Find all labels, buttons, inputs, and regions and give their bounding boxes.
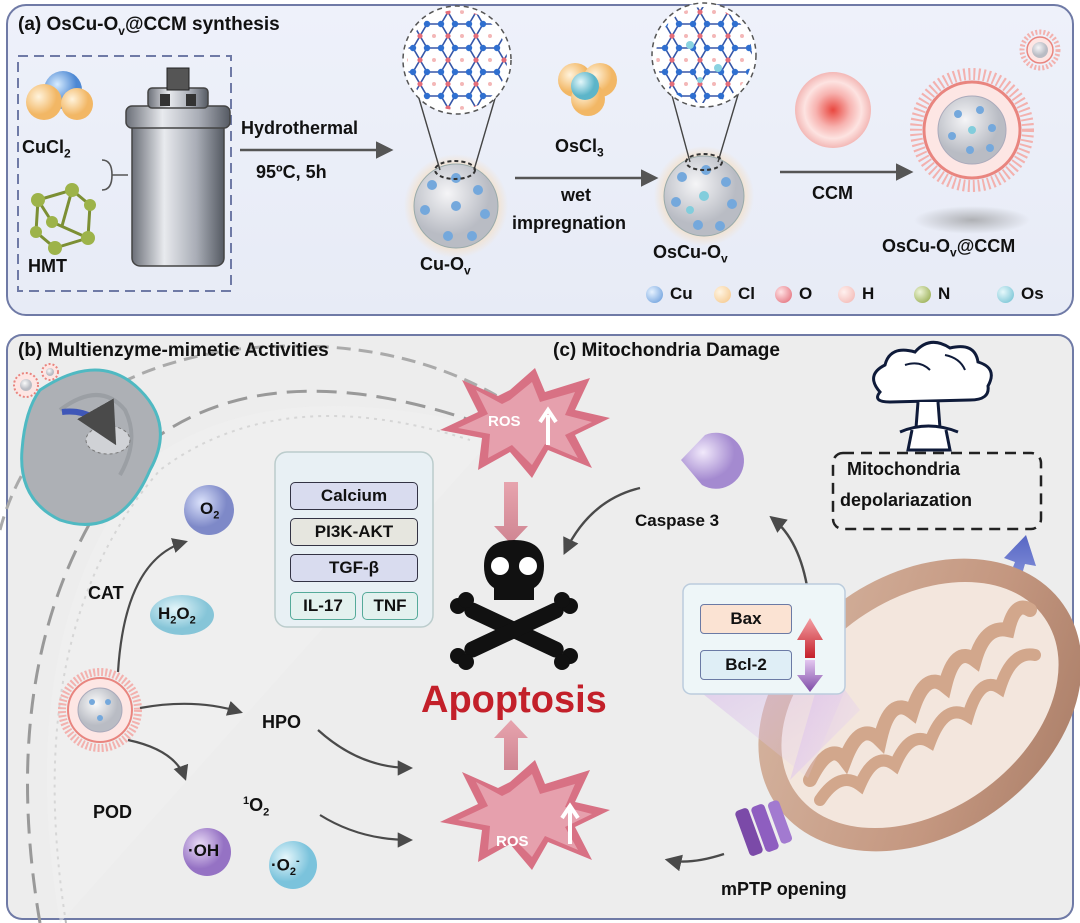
- caspase3-icon: [681, 432, 744, 489]
- bax-pill: Bax: [700, 604, 792, 634]
- apoptosis-label: Apoptosis: [421, 679, 607, 721]
- hmt-label: HMT: [28, 256, 67, 276]
- mushroom-cloud-icon: [872, 340, 993, 452]
- wet-label: wet: [561, 185, 592, 205]
- legend-h-label: H: [862, 284, 875, 303]
- legend-cl-label: Cl: [738, 284, 755, 303]
- legend-n-label: N: [938, 284, 951, 303]
- superoxide-label: ·O2-: [271, 855, 300, 879]
- bax-up-arrow: [797, 618, 823, 658]
- o2-label: O2: [200, 499, 220, 522]
- pathway-tnf: TNF: [362, 592, 418, 620]
- mptp-channel-icon: [735, 800, 793, 856]
- pathway-il17: IL-17: [290, 592, 356, 620]
- panel-a-title: (a) OsCu-Ov@CCM synthesis: [18, 14, 280, 38]
- ros-burst-bottom: [440, 760, 610, 870]
- oscl3-label: OsCl3: [555, 136, 604, 160]
- mito-depol-label-1: Mitochondria: [847, 459, 960, 479]
- impregnation-label: impregnation: [512, 213, 627, 233]
- cat-label: CAT: [88, 583, 124, 603]
- ros-label-top: ROS: [488, 413, 521, 430]
- hydroxyl-radical: [183, 828, 231, 876]
- mptp-label: mPTP opening: [721, 879, 847, 899]
- singlet-oxygen-label: 1O2: [243, 795, 270, 819]
- ros-to-apoptosis-arrow-bottom: [494, 720, 528, 770]
- final-nanozyme: [910, 68, 1034, 192]
- panel-bc-graphics: [0, 340, 1080, 923]
- skull-crossbones-icon: [450, 540, 578, 670]
- mito-depol-box: [831, 451, 1043, 531]
- pathway-pi3k-akt: PI3K-AKT: [290, 518, 418, 546]
- legend-o-dot: [775, 286, 792, 303]
- legend-h-dot: [838, 286, 855, 303]
- bcl2-pill: Bcl-2: [700, 650, 792, 680]
- cell-nanozyme: [58, 668, 142, 752]
- small-nanozyme-1: [13, 372, 39, 398]
- panel-a-graphics: [17, 2, 1061, 292]
- oscu-ov-label: OsCu-Ov: [653, 242, 728, 266]
- legend-cu-dot: [646, 286, 663, 303]
- legend-n-dot: [914, 286, 931, 303]
- bcl2-down-arrow: [797, 660, 823, 692]
- h2o2-molecule: [150, 595, 214, 635]
- o2-molecule: [184, 485, 234, 535]
- superoxide-radical: [269, 841, 317, 889]
- caspase3-label: Caspase 3: [635, 511, 720, 530]
- autoclave-reactor: [125, 67, 231, 267]
- hydrothermal-condition-label: 95ºC, 5h: [256, 162, 327, 182]
- pathway-calcium: Calcium: [290, 482, 418, 510]
- legend-cu-label: Cu: [670, 284, 693, 303]
- hpo-label: HPO: [262, 712, 302, 732]
- legend-os-dot: [997, 286, 1014, 303]
- oscu-ov-ccm-label: OsCu-Ov@CCM: [882, 236, 1016, 260]
- cu-ov-lattice-zoom: [407, 10, 507, 110]
- oh-label: ·OH: [188, 841, 220, 860]
- ros-label-bottom: ROS: [496, 833, 529, 850]
- ccm-label: CCM: [812, 183, 853, 203]
- legend-cl-dot: [714, 286, 731, 303]
- ccm-vesicle: [795, 72, 871, 148]
- cu-ov-label: Cu-Ov: [420, 254, 471, 278]
- pod-label: POD: [93, 802, 133, 822]
- legend-os-label: Os: [1021, 284, 1044, 303]
- panel-b-title: (b) Multienzyme-mimetic Activities: [18, 340, 329, 361]
- h2o2-label: H2O2: [158, 604, 196, 627]
- pathway-tgf-beta: TGF-β: [290, 554, 418, 582]
- legend-o-label: O: [799, 284, 813, 303]
- ros-to-apoptosis-arrow-top: [494, 482, 528, 544]
- cucl2-label: CuCl2: [22, 137, 71, 161]
- hydrothermal-label: Hydrothermal: [241, 118, 359, 138]
- oscu-ov-lattice-zoom: [656, 7, 752, 103]
- panel-c-title: (c) Mitochondria Damage: [553, 340, 780, 361]
- ros-burst-top: [440, 368, 610, 478]
- cl-sphere: [26, 84, 62, 120]
- mito-depol-label-2: depolariazation: [840, 490, 973, 510]
